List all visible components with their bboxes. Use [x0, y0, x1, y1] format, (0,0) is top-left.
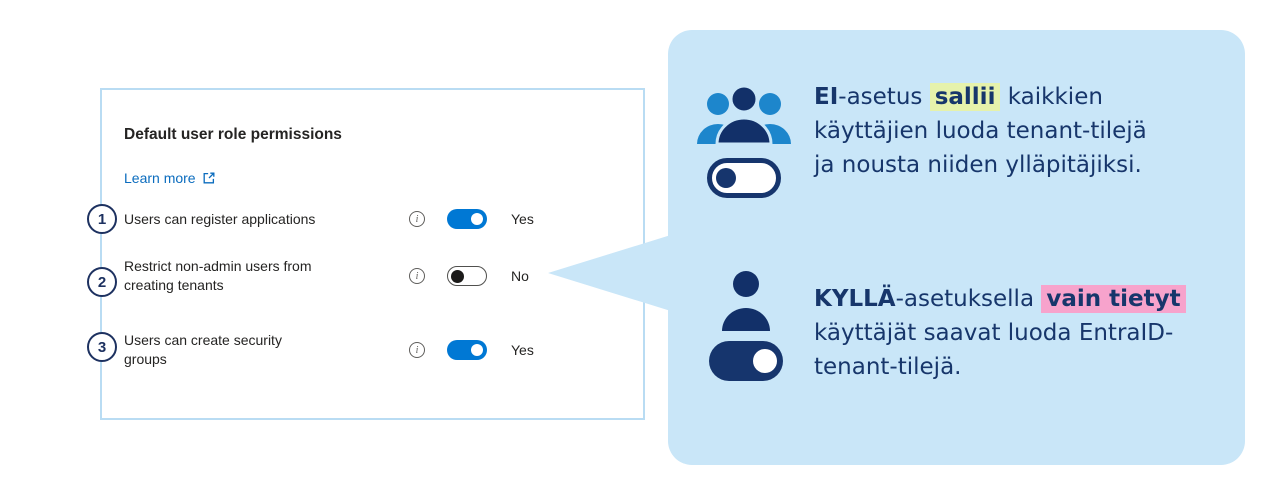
point1-bold-prefix: EI	[814, 84, 839, 110]
point1-after-prefix: -asetus	[838, 84, 930, 110]
toggle-state-label: No	[511, 268, 529, 284]
toggle-knob	[753, 349, 777, 373]
point1-text: EI-asetus sallii kaikkien käyttäjien luo…	[814, 80, 1164, 182]
setting-row-create-security-groups: Users can create security groups i Yes	[124, 322, 633, 378]
users-group-icon	[697, 84, 791, 146]
setting-row-register-applications: Users can register applications i Yes	[124, 194, 633, 244]
info-icon[interactable]: i	[409, 211, 425, 227]
point1-rest: kaikkien käyttäjien luoda tenant-tilejä …	[814, 84, 1147, 178]
point2-after-prefix: -asetuksella	[895, 286, 1042, 312]
toggle-state-label: Yes	[511, 342, 534, 358]
step-badge-2: 2	[87, 267, 117, 297]
speech-bubble: EI-asetus sallii kaikkien käyttäjien luo…	[668, 30, 1245, 465]
illustration-toggle-off-icon	[707, 158, 781, 198]
toggle-create-security-groups[interactable]	[447, 340, 487, 360]
point2-rest: käyttäjät saavat luoda EntraID-tenant-ti…	[814, 320, 1174, 380]
toggle-knob	[471, 213, 483, 225]
point2-icons	[706, 270, 786, 381]
illustration-toggle-on-icon	[709, 341, 783, 381]
setting-row-restrict-tenant-creation: Restrict non-admin users from creating t…	[124, 248, 633, 304]
external-link-icon	[203, 172, 215, 184]
point2-text: KYLLÄ-asetuksella vain tietyt käyttäjät …	[814, 282, 1214, 384]
toggle-knob	[716, 168, 736, 188]
learn-more-label: Learn more	[124, 170, 196, 186]
learn-more-link[interactable]: Learn more	[124, 170, 216, 186]
step-badge-3: 3	[87, 332, 117, 362]
info-icon[interactable]: i	[409, 342, 425, 358]
point2-bold-prefix: KYLLÄ	[814, 286, 896, 312]
toggle-state-label: Yes	[511, 211, 534, 227]
setting-label: Restrict non-admin users from creating t…	[124, 258, 312, 293]
step-badge-1: 1	[87, 204, 117, 234]
panel-title: Default user role permissions	[124, 126, 342, 143]
point2-highlight: vain tietyt	[1041, 285, 1186, 313]
default-user-role-permissions-card: Default user role permissions Learn more…	[87, 88, 645, 420]
toggle-register-applications[interactable]	[447, 209, 487, 229]
single-user-icon	[722, 271, 770, 331]
setting-label: Users can create security groups	[124, 332, 282, 367]
toggle-knob	[451, 269, 464, 283]
toggle-restrict-tenant-creation[interactable]	[447, 266, 487, 286]
point1-highlight: sallii	[929, 83, 1001, 111]
toggle-knob	[471, 344, 483, 356]
info-icon[interactable]: i	[409, 268, 425, 284]
point1-icons	[690, 80, 798, 198]
setting-label: Users can register applications	[124, 210, 316, 227]
